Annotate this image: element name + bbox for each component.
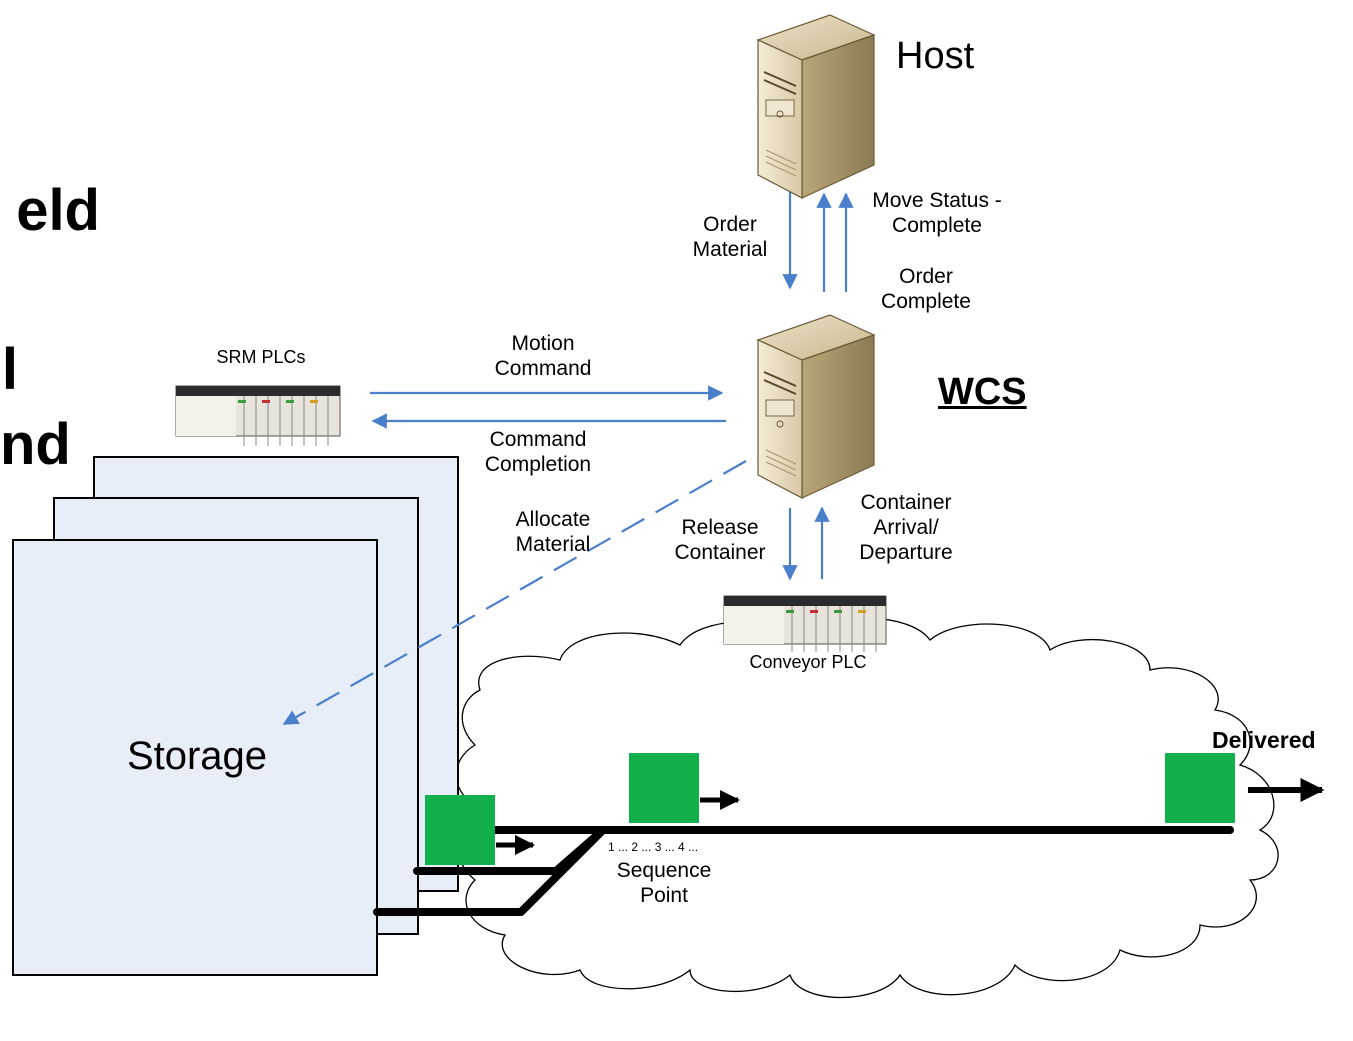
srm-plc-icon: [175, 385, 341, 446]
storage-panel-front: [12, 539, 378, 976]
srm-plcs-label: SRM PLCs: [216, 347, 306, 367]
conveyor: [373, 826, 1234, 916]
host-label: Host: [896, 35, 975, 77]
wcs-label: WCS: [938, 371, 1027, 413]
container-1: [425, 795, 495, 865]
slide-fragment-2: l: [1, 337, 18, 402]
wcs-server-icon: [756, 314, 876, 499]
sequence-numbers: 1 ... 2 ... 3 ... 4 ...: [608, 840, 699, 854]
slide-fragment-3: nd: [0, 412, 71, 477]
conveyor-plc-label: Conveyor PLC: [749, 652, 867, 672]
conveyor-plc-icon: [723, 595, 887, 652]
arrow-allocate-material: [282, 460, 747, 725]
slide-fragment-1: eld: [16, 178, 100, 243]
delivered-label: Delivered: [1212, 727, 1316, 753]
cloud: [455, 617, 1279, 999]
host-server-icon: [756, 14, 876, 199]
move-status-label: Move Status -Complete: [872, 189, 1002, 238]
container-3: [1165, 753, 1235, 823]
storage-label: Storage: [126, 734, 268, 778]
container-2: [629, 753, 699, 823]
